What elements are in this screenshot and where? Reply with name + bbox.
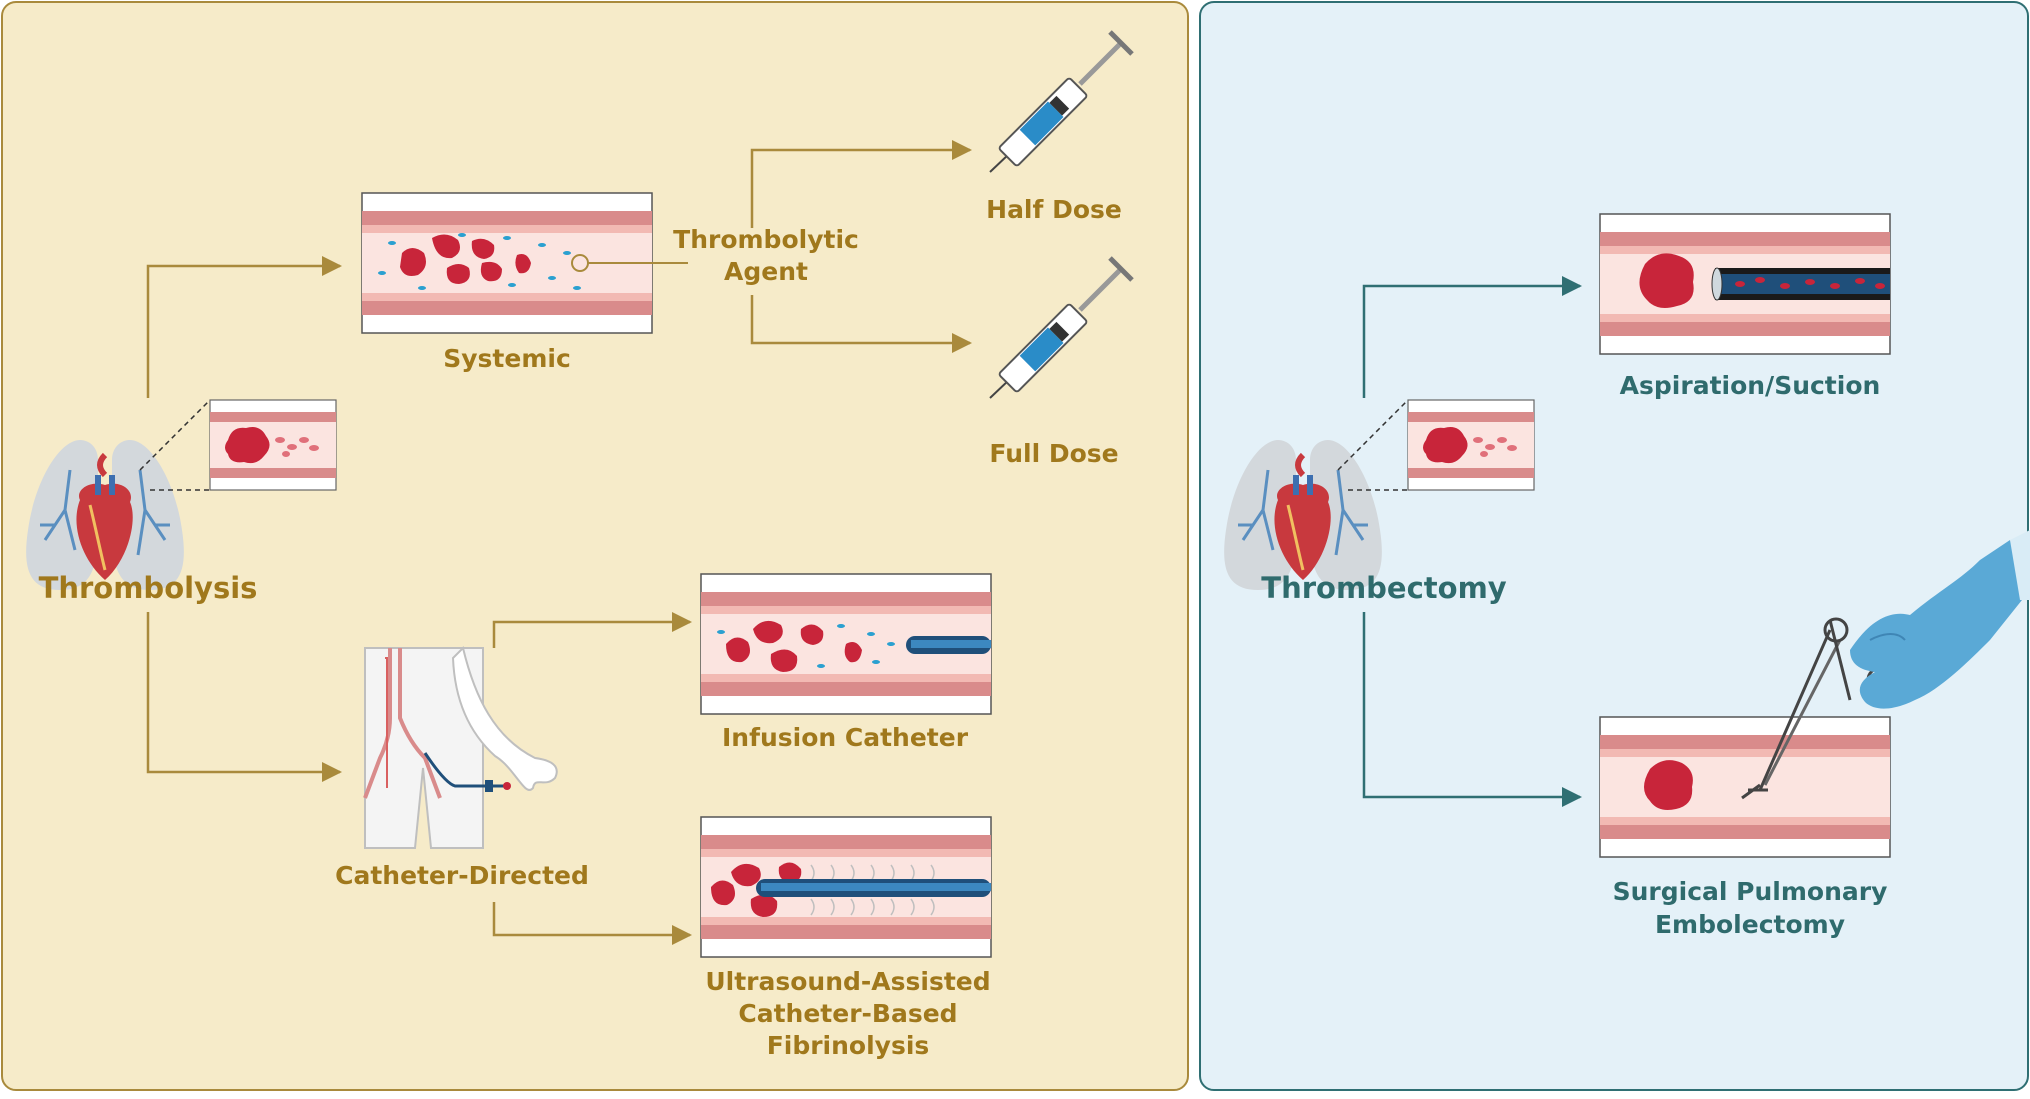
arrow-to-systemic — [146, 256, 342, 398]
arrow-to-catheter-directed — [146, 612, 342, 782]
catheter-directed-label: Catheter-Directed — [335, 861, 589, 890]
arrow-to-ultrasound — [492, 902, 692, 945]
thrombectomy-title: Thrombectomy — [1261, 571, 1506, 605]
full-dose-label: Full Dose — [989, 439, 1118, 468]
ultrasound-label-3: Fibrinolysis — [767, 1031, 930, 1060]
infusion-catheter-vessel — [700, 573, 992, 715]
clot-vessel-icon — [209, 399, 337, 491]
surgical-label-1: Surgical Pulmonary — [1613, 877, 1888, 906]
ultrasound-label-2: Catheter-Based — [738, 999, 957, 1028]
body-catheter-icon — [363, 646, 558, 849]
systemic-label: Systemic — [443, 344, 571, 373]
arrow-to-full-dose — [750, 295, 972, 353]
half-dose-label: Half Dose — [986, 195, 1122, 224]
arrow-to-surgical — [1362, 612, 1582, 807]
aspiration-label: Aspiration/Suction — [1620, 371, 1881, 400]
arrow-to-half-dose — [750, 140, 972, 228]
clot-vessel-icon — [1407, 399, 1535, 491]
surgical-label-2: Embolectomy — [1655, 910, 1845, 939]
infusion-catheter-label: Infusion Catheter — [722, 723, 969, 752]
aspiration-vessel — [1599, 213, 1891, 355]
thrombolytic-agent-label-1: Thrombolytic — [673, 225, 859, 254]
surgical-vessel — [1599, 716, 1891, 858]
thrombolysis-title: Thrombolysis — [39, 571, 258, 605]
gloved-hand-forceps-icon — [1741, 530, 2030, 800]
thrombolytic-agent-label-2: Agent — [724, 257, 808, 286]
systemic-vessel — [361, 192, 653, 334]
arrow-to-infusion — [492, 612, 692, 648]
arrow-to-aspiration — [1362, 276, 1582, 398]
ultrasound-catheter-vessel — [700, 816, 992, 958]
ultrasound-label-1: Ultrasound-Assisted — [705, 967, 990, 996]
